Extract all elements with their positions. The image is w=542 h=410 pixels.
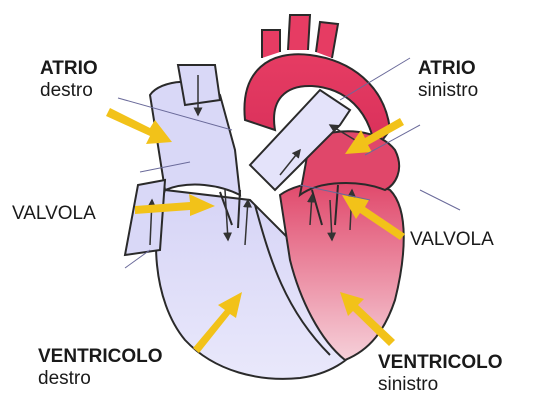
label-valve-left: VALVOLA <box>12 203 96 225</box>
label-right-ventricle-sub: destro <box>38 368 91 390</box>
label-left-atrium-sub: sinistro <box>418 80 478 102</box>
label-left-atrium-title: ATRIO <box>418 58 476 80</box>
label-left-ventricle-title: VENTRICOLO <box>378 352 503 374</box>
aortic-branches <box>262 15 338 58</box>
label-right-atrium-title: ATRIO <box>40 58 98 80</box>
label-right-atrium-sub: destro <box>40 80 93 102</box>
label-valve-right: VALVOLA <box>410 229 494 251</box>
superior-vena-cava <box>178 65 220 105</box>
label-right-ventricle-title: VENTRICOLO <box>38 346 163 368</box>
inferior-vena-cava <box>125 180 165 255</box>
label-left-ventricle-sub: sinistro <box>378 374 438 396</box>
